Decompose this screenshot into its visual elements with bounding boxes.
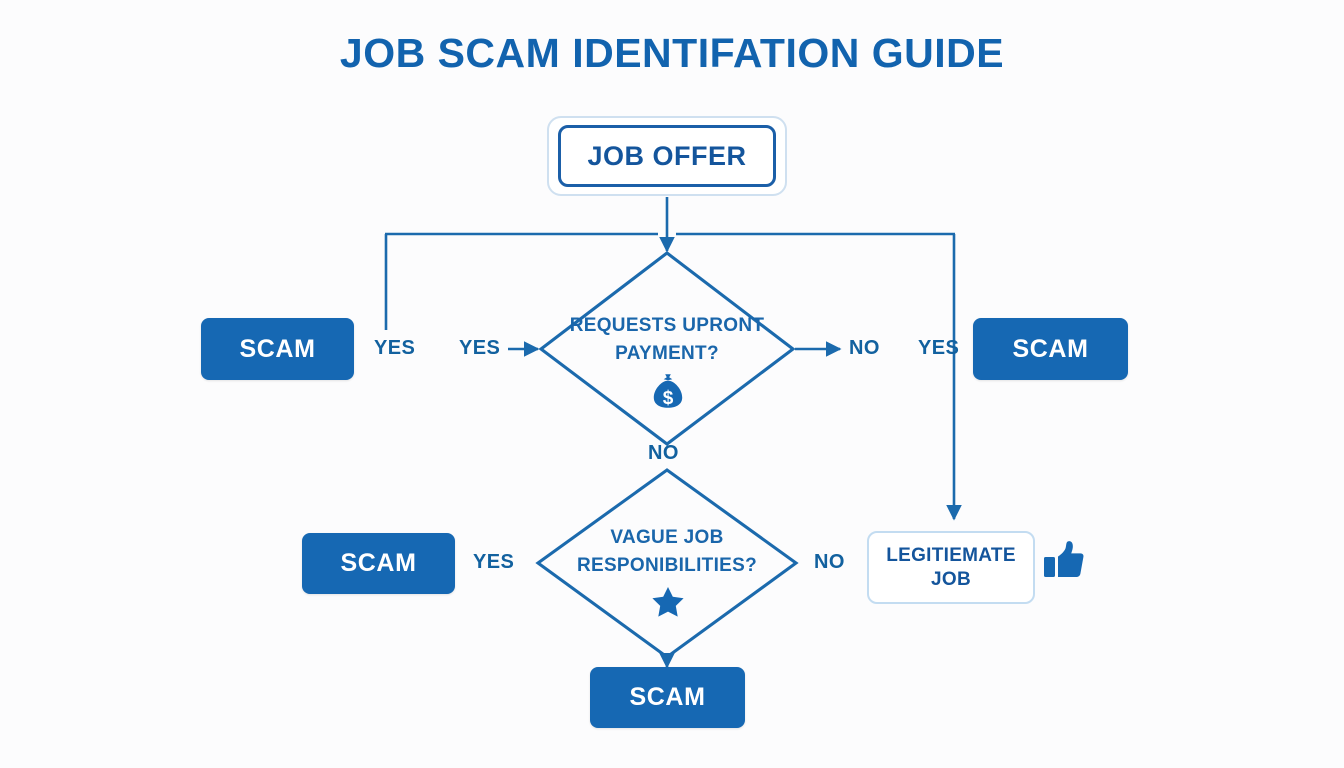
node-scam-left-top[interactable]: SCAM (201, 318, 354, 380)
edge-label-yes-left-outer: YES (374, 337, 416, 359)
node-job-offer-label: JOB OFFER (587, 140, 747, 171)
page-title: JOB SCAM IDENTIFATION GUIDE (339, 30, 1005, 76)
node-scam-right-top-label: SCAM (1012, 334, 1089, 363)
edge-label-no-between-diamonds: NO (648, 442, 679, 464)
edge-label-yes-second-left: YES (473, 551, 515, 573)
node-job-offer[interactable]: JOB OFFER (558, 125, 776, 187)
node-scam-right-top[interactable]: SCAM (973, 318, 1128, 380)
node-scam-bottom-label: SCAM (629, 683, 706, 711)
node-legitimate-job[interactable]: LEGITIEMATE JOB (867, 531, 1035, 604)
node-legitimate-job-line2: JOB (931, 568, 971, 590)
edge-label-no-second-right: NO (814, 551, 845, 573)
edge-label-yes-right-outer: YES (918, 337, 960, 359)
node-scam-left-mid-label: SCAM (340, 549, 417, 577)
svg-text:$: $ (663, 388, 674, 409)
node-legitimate-job-line1: LEGITIEMATE (886, 545, 1016, 567)
star-icon (651, 586, 685, 618)
thumbs-up-icon (1042, 538, 1086, 582)
node-scam-left-mid[interactable]: SCAM (302, 533, 455, 594)
money-bag-icon: $ (651, 373, 685, 409)
node-scam-bottom[interactable]: SCAM (590, 667, 745, 728)
node-scam-left-top-label: SCAM (239, 334, 316, 363)
edge-label-no-right-inner: NO (849, 337, 880, 359)
edge-label-yes-left-inner: YES (459, 337, 501, 359)
